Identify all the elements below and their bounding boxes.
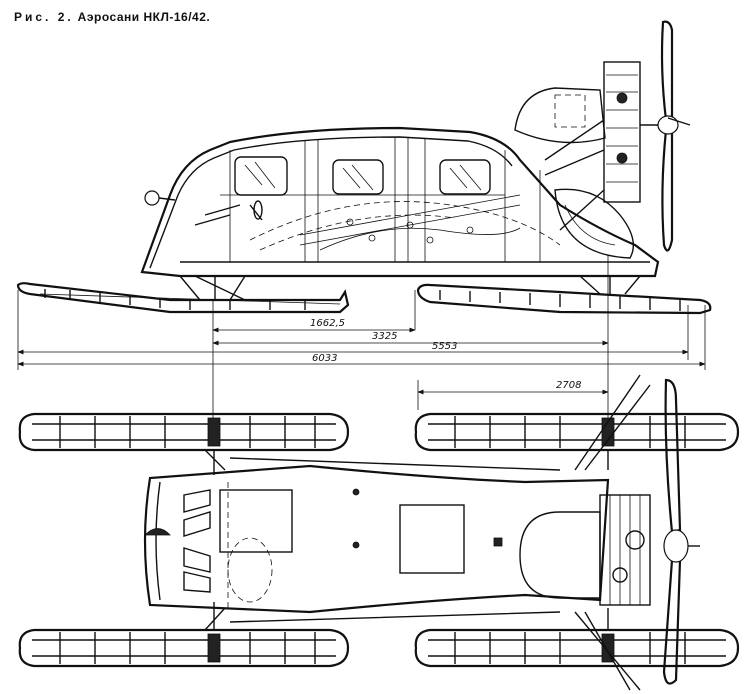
figure-title: Аэросани НКЛ-16/42. [77,10,211,24]
plan-ski-rear-lower [414,628,740,668]
plan-ski-rear-upper [414,412,740,452]
dimension-lines: 1662,5 3325 5553 6033 2708 [17,255,706,430]
plan-ski-front-left-upper [18,412,350,452]
figure-number: Рис. 2. [14,10,74,24]
dim-label-5: 2708 [556,380,581,391]
side-view [16,20,712,315]
plan-engine [519,494,651,606]
plan-propeller [662,378,700,685]
side-body-outline [140,126,660,278]
dim-label-1: 1662,5 [310,318,345,329]
side-interior [194,194,561,251]
side-front-ski [16,275,350,314]
dim-label-4: 6033 [312,353,337,364]
plan-view [18,374,740,691]
side-propeller [657,20,691,252]
side-engine [544,61,666,231]
dim-label-3: 5553 [432,341,457,352]
side-rear-ski [416,275,712,315]
plan-hull [143,464,610,614]
side-headlight [144,190,176,206]
plan-ski-front-left-lower [18,628,350,668]
dim-label-2: 3325 [372,331,397,342]
side-rear-cowl [514,87,634,259]
plan-struts [204,374,651,691]
figure-caption: Рис. 2. Аэросани НКЛ-16/42. [14,10,210,24]
side-windows [234,156,491,196]
